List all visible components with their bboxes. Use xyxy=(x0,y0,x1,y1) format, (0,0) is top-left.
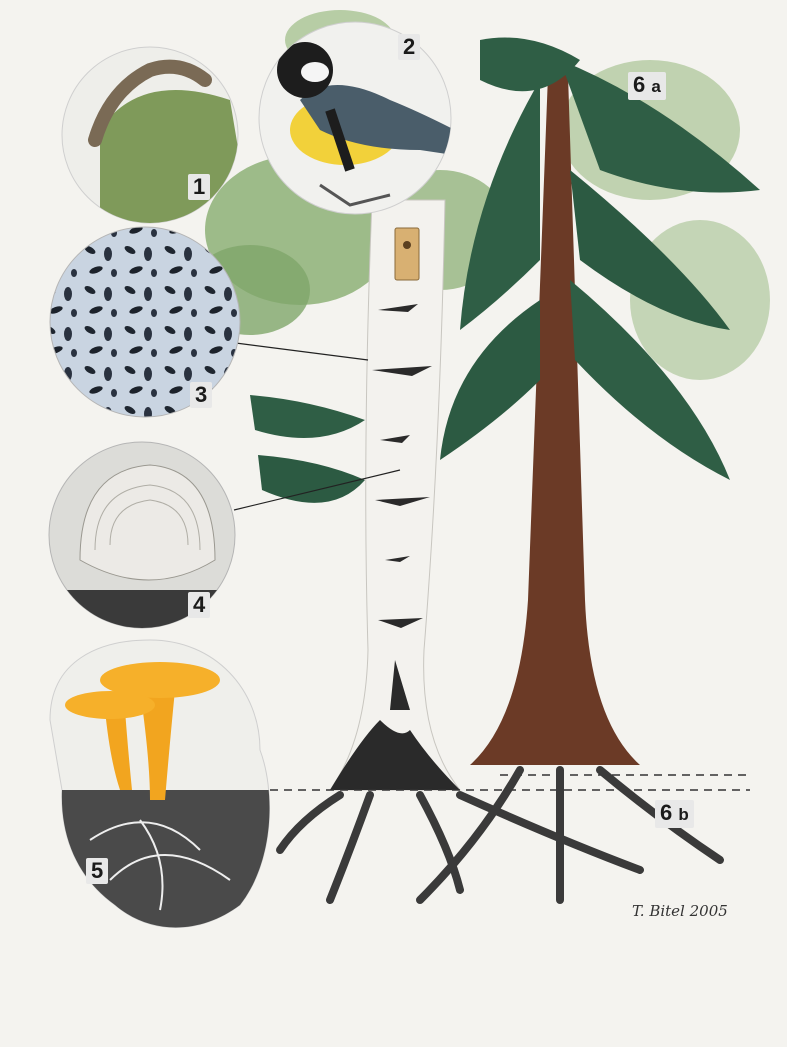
label-2: 2 xyxy=(398,34,420,60)
inset-bracket-fungus xyxy=(40,442,250,650)
label-5: 5 xyxy=(86,858,108,884)
label-3: 3 xyxy=(190,382,212,408)
label-6a-sub: a xyxy=(651,77,660,96)
label-6a-number: 6 xyxy=(633,72,645,97)
label-6b-number: 6 xyxy=(660,800,672,825)
inset-chanterelle xyxy=(40,640,280,940)
label-6b-sub: b xyxy=(678,805,688,824)
label-4: 4 xyxy=(188,592,210,618)
label-1: 1 xyxy=(188,174,210,200)
label-6a: 6 a xyxy=(628,72,666,100)
artist-signature: T. Bitel 2005 xyxy=(632,902,728,920)
label-6b: 6 b xyxy=(655,800,694,828)
